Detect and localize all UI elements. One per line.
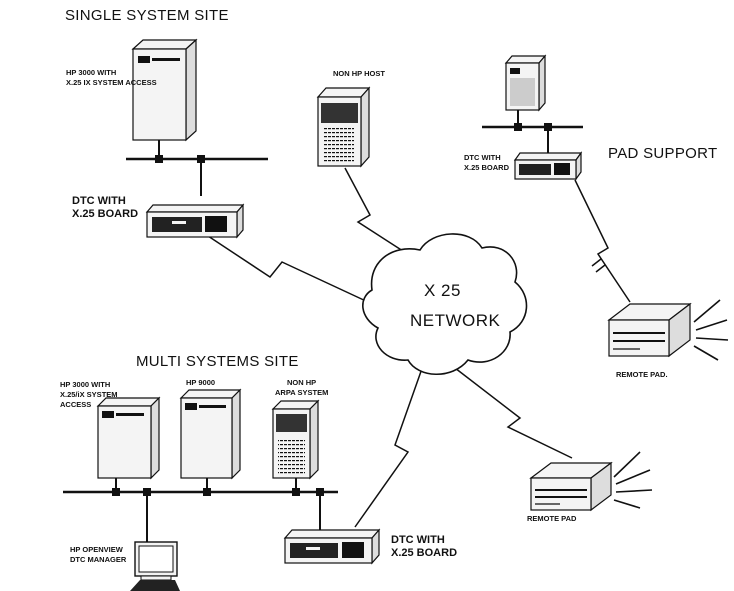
link-network-to-dtc-multi [354, 359, 426, 528]
pad-host-tower[interactable] [504, 54, 547, 112]
dtc-pad-label: DTC WITH X.25 BOARD [464, 153, 509, 173]
dtc-single-label: DTC WITH X.25 BOARD [72, 195, 138, 221]
dtc-multi-label-line2: X.25 BOARD [391, 547, 458, 559]
remote-pad-2-signal [613, 451, 653, 509]
hp3000-multi-label-line2: X.25/iX SYSTEM [60, 390, 118, 399]
openview-workstation[interactable] [130, 541, 180, 591]
dtc-pad-box[interactable] [513, 151, 583, 181]
dtc-multi-box[interactable] [283, 528, 381, 565]
hp3000-multi-label-line1: HP 3000 WITH [60, 380, 111, 389]
non-hp-arpa-label-line1: NON HP [287, 378, 317, 387]
x25-network-cloud [362, 233, 528, 375]
hp3000-multi-tower[interactable] [96, 396, 161, 480]
single-site-title: SINGLE SYSTEM SITE [65, 7, 229, 24]
single-site [126, 38, 268, 239]
hp3000-multi-label-line3: ACCESS [60, 400, 92, 409]
dtc-single-label-line1: DTC WITH [72, 195, 126, 207]
openview-label-line1: HP OPENVIEW [70, 545, 123, 554]
link-network-to-remote-pad-2 [454, 367, 573, 459]
dtc-pad-label-line2: X.25 BOARD [464, 163, 510, 172]
network-label-line2: NETWORK [410, 311, 501, 330]
remote-pad-2[interactable] [529, 461, 613, 512]
dtc-single-box[interactable] [145, 203, 245, 239]
hp3000-single-label-line1: HP 3000 WITH [66, 68, 117, 77]
hp3000-single-label-line2: X.25 IX SYSTEM ACCESS [66, 78, 157, 87]
hp9000-label: HP 9000 [186, 378, 216, 387]
dtc-single-label-line2: X.25 BOARD [72, 208, 139, 220]
pad-support-title: PAD SUPPORT [608, 145, 718, 162]
pad-site [482, 54, 583, 181]
hp3000-single-label: HP 3000 WITH X.25 IX SYSTEM ACCESS [66, 68, 157, 88]
dtc-multi-label: DTC WITH X.25 BOARD [391, 534, 457, 560]
non-hp-host-tower[interactable] [316, 86, 371, 168]
non-hp-host-label: NON HP HOST [333, 69, 385, 78]
hp9000-tower[interactable] [179, 388, 242, 480]
openview-label: HP OPENVIEW DTC MANAGER [70, 545, 126, 565]
remote-pad-1-label: REMOTE PAD. [616, 370, 668, 379]
link-nonhp-host-to-network [344, 167, 421, 263]
link-dtc-single-to-network [204, 233, 369, 303]
hp3000-multi-label: HP 3000 WITH X.25/iX SYSTEM ACCESS [60, 380, 118, 410]
multi-site [63, 388, 381, 591]
remote-pad-1[interactable] [607, 302, 692, 358]
remote-pad-2-label: REMOTE PAD [527, 514, 577, 523]
non-hp-arpa-tower[interactable] [271, 399, 320, 480]
non-hp-arpa-label-line2: ARPA SYSTEM [275, 388, 329, 397]
remote-pad-1-signal [693, 299, 729, 361]
dtc-multi-label-line1: DTC WITH [391, 534, 445, 546]
network-label-line1: X 25 [424, 281, 461, 300]
link-break-marks [591, 258, 606, 273]
hp3000-single-tower[interactable] [131, 38, 198, 142]
dtc-pad-label-line1: DTC WITH [464, 153, 501, 162]
non-hp-arpa-label: NON HP ARPA SYSTEM [275, 378, 328, 398]
multi-site-title: MULTI SYSTEMS SITE [136, 353, 299, 370]
network-links [204, 167, 631, 528]
openview-label-line2: DTC MANAGER [70, 555, 127, 564]
link-dtc-pad-to-remote-pad-1 [574, 179, 631, 303]
